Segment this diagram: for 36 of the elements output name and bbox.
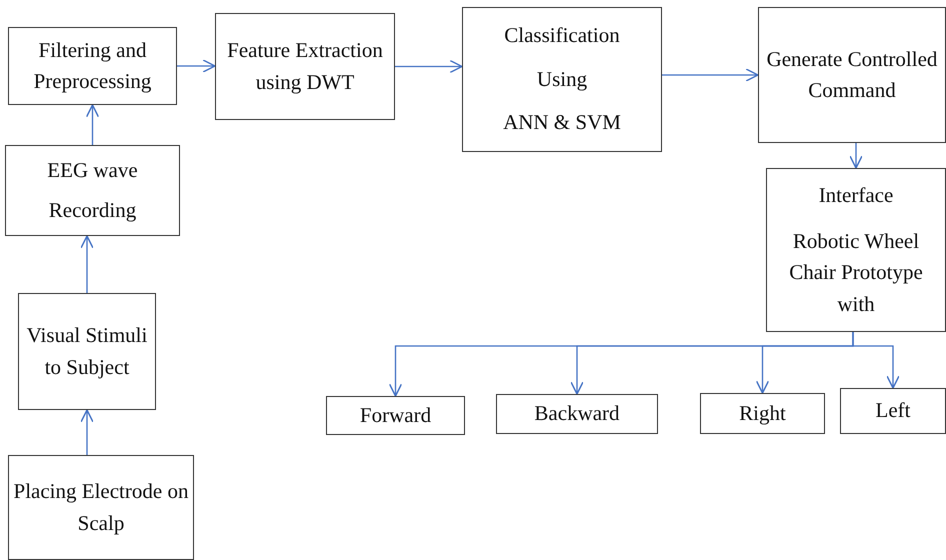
box-text: Interface: [818, 182, 894, 209]
process-box: [496, 394, 658, 434]
process-box: [8, 27, 177, 105]
box-text: Classification: [504, 22, 620, 50]
process-box: [840, 388, 946, 434]
arrow: [177, 59, 216, 73]
box-text: Robotic Wheel Chair Prototype with: [788, 228, 924, 318]
box-text: Using: [536, 66, 588, 93]
box-text: Generate Controlled Command: [766, 46, 938, 104]
process-box: [766, 168, 946, 332]
box-text: Visual Stimuli to Subject: [26, 322, 148, 380]
arrow: [80, 235, 94, 293]
arrow: [849, 143, 863, 169]
process-box: [758, 7, 946, 143]
arrow: [662, 68, 759, 82]
process-box: [462, 7, 662, 152]
box-text: Placing Electrode on Scalp: [13, 478, 189, 536]
box-text: ANN & SVM: [503, 109, 621, 136]
box-text: EEG wave: [47, 157, 138, 184]
arrow: [80, 409, 94, 455]
box-text: Left: [876, 397, 910, 424]
arrow: [852, 332, 900, 389]
process-box: [5, 145, 180, 236]
box-text: Right: [739, 400, 786, 427]
process-box: [215, 13, 395, 120]
process-box: [700, 393, 825, 434]
process-box: [18, 293, 156, 410]
box-text: Backward: [534, 400, 620, 428]
box-text: Forward: [360, 402, 432, 429]
process-box: [8, 455, 194, 560]
arrow: [395, 60, 463, 74]
process-box: [326, 396, 465, 435]
box-text: Feature Extraction using DWT: [226, 37, 384, 96]
box-text: Filtering and Preprocessing: [32, 36, 152, 95]
arrow: [86, 104, 100, 145]
box-text: Recording: [48, 196, 136, 224]
